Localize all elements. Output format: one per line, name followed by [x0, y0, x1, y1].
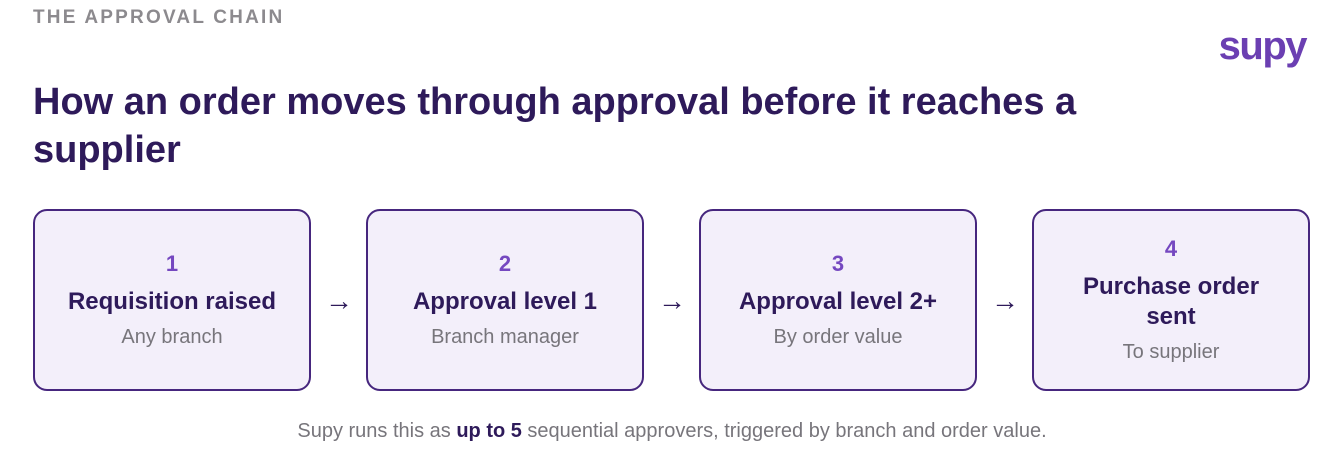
step-title: Purchase order sent — [1082, 273, 1260, 330]
step-title: Approval level 2+ — [738, 288, 938, 315]
step-card-approval-level-2: 3 Approval level 2+ By order value — [699, 209, 977, 391]
step-number: 3 — [831, 251, 845, 276]
footnote-text-end: sequential approvers, triggered by branc… — [521, 420, 1047, 442]
supy-logo: supy — [1218, 24, 1308, 68]
arrow-right-icon: → — [658, 285, 686, 316]
step-title: Approval level 1 — [412, 288, 598, 315]
arrow-right-icon: → — [991, 285, 1019, 316]
footnote-highlight: up to 5 — [456, 420, 522, 442]
step-subtitle: Any branch — [121, 326, 223, 348]
step-number: 4 — [1164, 236, 1178, 261]
step-number: 1 — [165, 251, 179, 276]
eyebrow-label: THE APPROVAL CHAIN — [33, 7, 285, 28]
step-subtitle: Branch manager — [431, 326, 579, 348]
footnote: Supy runs this as up to 5 sequential app… — [0, 420, 1344, 443]
step-subtitle: To supplier — [1122, 341, 1220, 363]
step-subtitle: By order value — [773, 326, 903, 348]
step-number: 2 — [498, 251, 512, 276]
arrow-right-icon: → — [325, 285, 353, 316]
step-card-requisition: 1 Requisition raised Any branch — [33, 209, 311, 391]
footnote-text: Supy runs this as — [297, 420, 457, 442]
page-title: How an order moves through approval befo… — [33, 81, 1077, 171]
step-card-approval-level-1: 2 Approval level 1 Branch manager — [366, 209, 644, 391]
step-card-purchase-order: 4 Purchase order sent To supplier — [1032, 209, 1310, 391]
step-title: Requisition raised — [67, 288, 277, 315]
approval-flow: 1 Requisition raised Any branch → 2 Appr… — [33, 209, 1311, 393]
